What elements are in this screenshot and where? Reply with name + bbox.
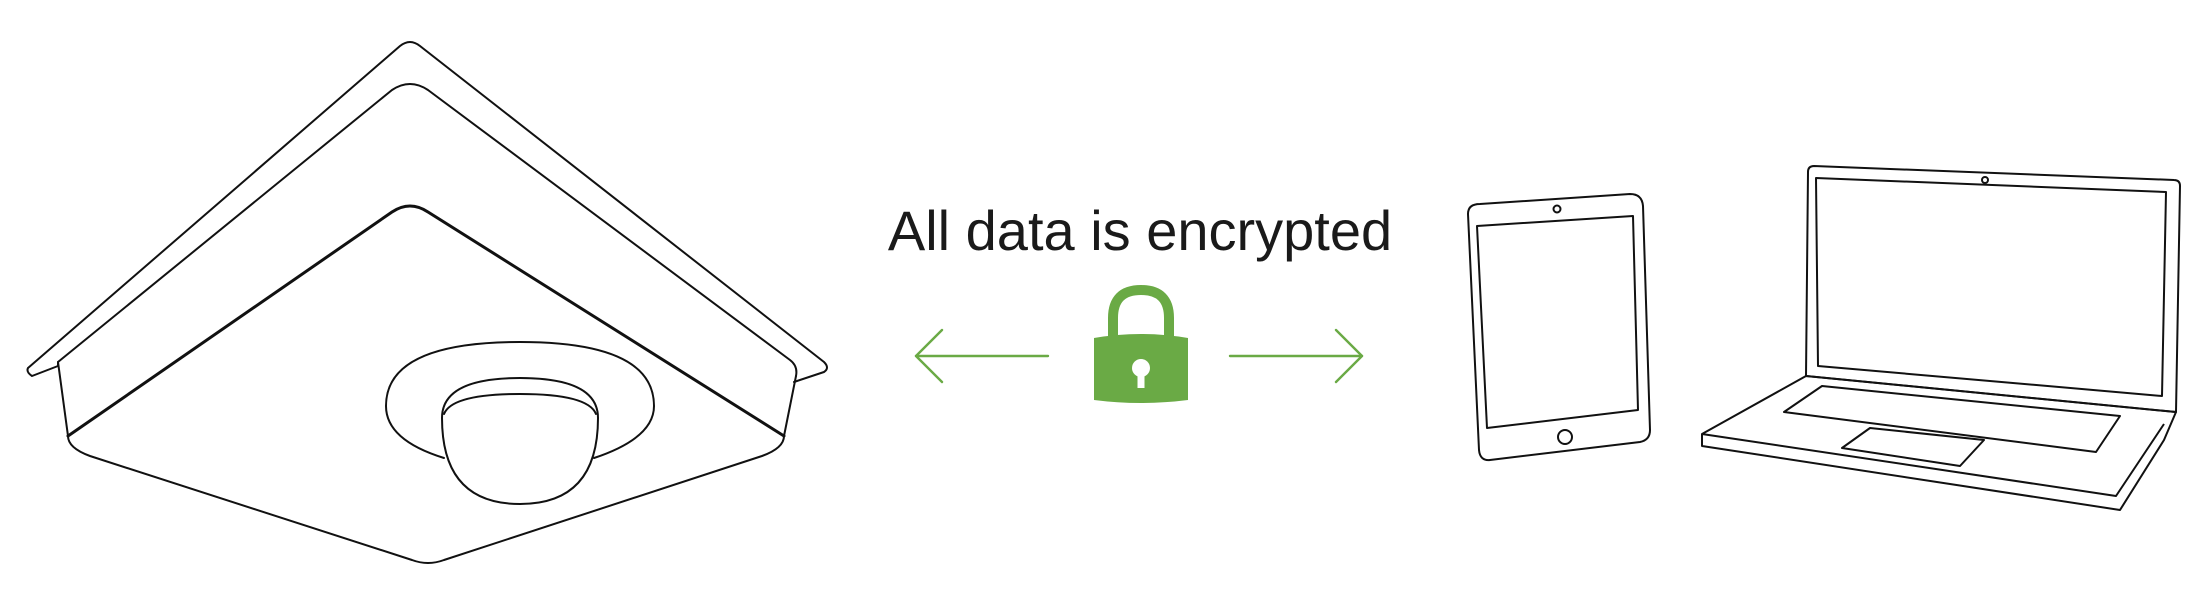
camera-right-wall	[783, 375, 797, 437]
laptop-screen	[1815, 177, 2167, 397]
camera-front-face	[66, 204, 786, 438]
padlock-shackle	[1108, 284, 1174, 340]
laptop-deck-edge	[1701, 423, 2165, 497]
arrow-left-icon	[914, 328, 1050, 384]
tablet-home-button	[1557, 429, 1573, 445]
tablet-body	[1467, 193, 1651, 462]
laptop-icon	[1701, 165, 2181, 511]
laptop-camera	[1981, 176, 1989, 184]
tablet-screen	[1476, 215, 1639, 429]
padlock-icon	[1094, 284, 1188, 403]
laptop-keyboard	[1783, 385, 2121, 453]
arrow-right-icon	[1228, 328, 1364, 384]
padlock-keyhole	[1132, 359, 1150, 377]
tablet-icon	[1467, 193, 1651, 462]
laptop-trackpad	[1841, 427, 1985, 467]
camera-bottom-edge	[67, 435, 785, 564]
encryption-caption: All data is encrypted	[887, 199, 1393, 262]
camera-dome-top-arc	[443, 393, 597, 415]
tablet-camera	[1552, 204, 1562, 214]
laptop-deck	[1701, 375, 2177, 511]
laptop-lid	[1805, 165, 2181, 413]
padlock-keyhole-slot	[1137, 370, 1145, 388]
camera-outer-rim	[26, 41, 828, 383]
ceiling-camera-icon	[26, 41, 828, 564]
camera-dome-base	[385, 341, 655, 459]
camera-inner-rim	[57, 83, 798, 377]
camera-dome	[441, 377, 599, 505]
camera-left-wall	[57, 361, 69, 437]
